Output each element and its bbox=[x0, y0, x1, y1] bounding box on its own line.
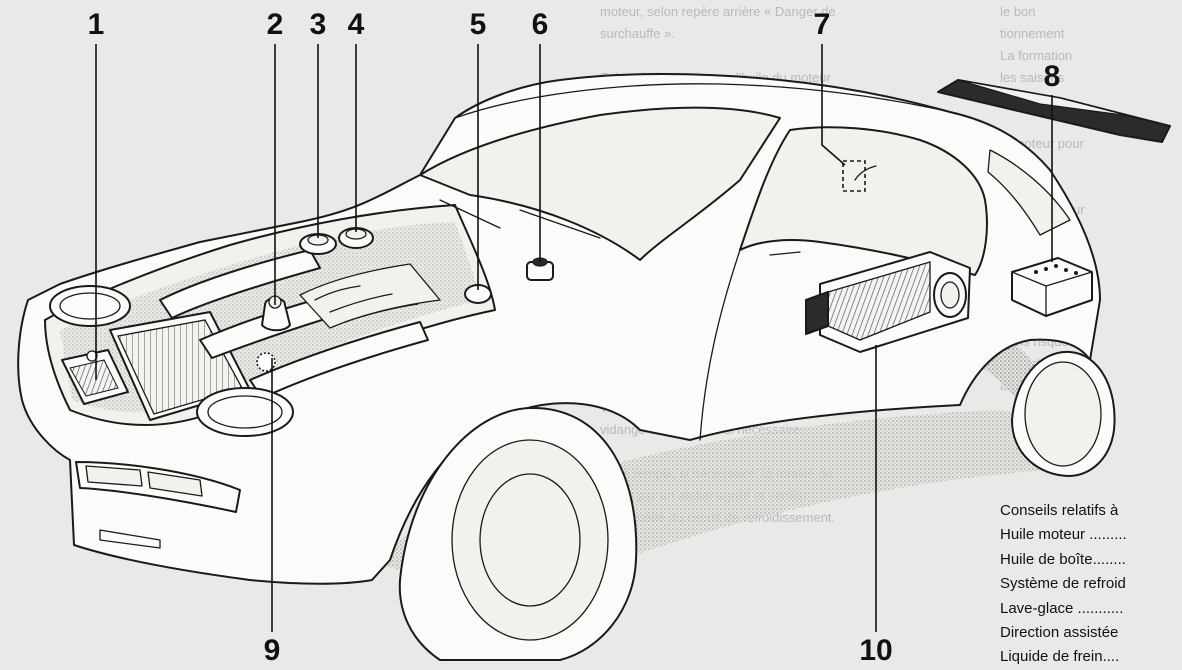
leader-lines bbox=[95, 44, 1053, 632]
callout-10: 10 bbox=[859, 634, 892, 665]
rear-wheel bbox=[1011, 350, 1116, 477]
rear-spoiler-top bbox=[957, 79, 1131, 117]
callout-9: 9 bbox=[264, 634, 281, 665]
legend-cooling-system: Système de refroid bbox=[1000, 575, 1126, 593]
legend-brake-fluid: Liquide de frein.... bbox=[1000, 648, 1120, 666]
callout-8: 8 bbox=[1044, 60, 1061, 93]
legend-washer: Lave-glace ........... bbox=[1000, 599, 1124, 617]
leader-7 bbox=[821, 44, 846, 166]
legend-heading: Conseils relatifs à bbox=[1000, 502, 1119, 519]
callout-6: 6 bbox=[532, 8, 549, 41]
washer-tank bbox=[338, 227, 374, 249]
legend-power-steering: Direction assistée bbox=[1000, 624, 1119, 642]
wiper-left bbox=[439, 199, 501, 229]
front-wheel bbox=[398, 406, 638, 661]
callout-2: 2 bbox=[267, 8, 284, 41]
dipstick-marker bbox=[256, 352, 276, 372]
door-handle bbox=[769, 251, 801, 256]
left-headlight bbox=[49, 285, 131, 327]
windshield bbox=[419, 106, 781, 261]
side-text-line: les saisons bbox=[1000, 70, 1065, 85]
legend-engine-oil: Huile moteur ......... bbox=[1000, 526, 1127, 544]
rear-quarter-window bbox=[987, 149, 1071, 236]
callout-1: 1 bbox=[88, 8, 105, 41]
fluids-legend: Conseils relatifs à Huile moteur .......… bbox=[1000, 499, 1182, 670]
background-text-line: surchauffe ». bbox=[600, 26, 675, 41]
background-text-line: moteur, selon repère arrière « Danger de bbox=[600, 4, 836, 19]
legend-gearbox-oil: Huile de boîte........ bbox=[1000, 550, 1126, 568]
door-line bbox=[699, 249, 741, 441]
side-text-line: La formation bbox=[1000, 48, 1072, 63]
fuse-box bbox=[1011, 257, 1093, 317]
hvac-unit bbox=[805, 251, 971, 353]
battery bbox=[61, 349, 129, 405]
callout-5: 5 bbox=[470, 8, 487, 41]
side-text-line: tionnement bbox=[1000, 26, 1065, 41]
callout-7: 7 bbox=[814, 8, 831, 41]
callout-3: 3 bbox=[310, 8, 327, 41]
front-bumper bbox=[75, 461, 241, 549]
interior-sensor-marker bbox=[842, 160, 877, 192]
wiper-right bbox=[519, 209, 601, 239]
side-text-line: le bon bbox=[1000, 4, 1035, 19]
callout-4: 4 bbox=[348, 8, 365, 41]
roof-line bbox=[454, 83, 951, 119]
right-headlight bbox=[196, 387, 294, 437]
